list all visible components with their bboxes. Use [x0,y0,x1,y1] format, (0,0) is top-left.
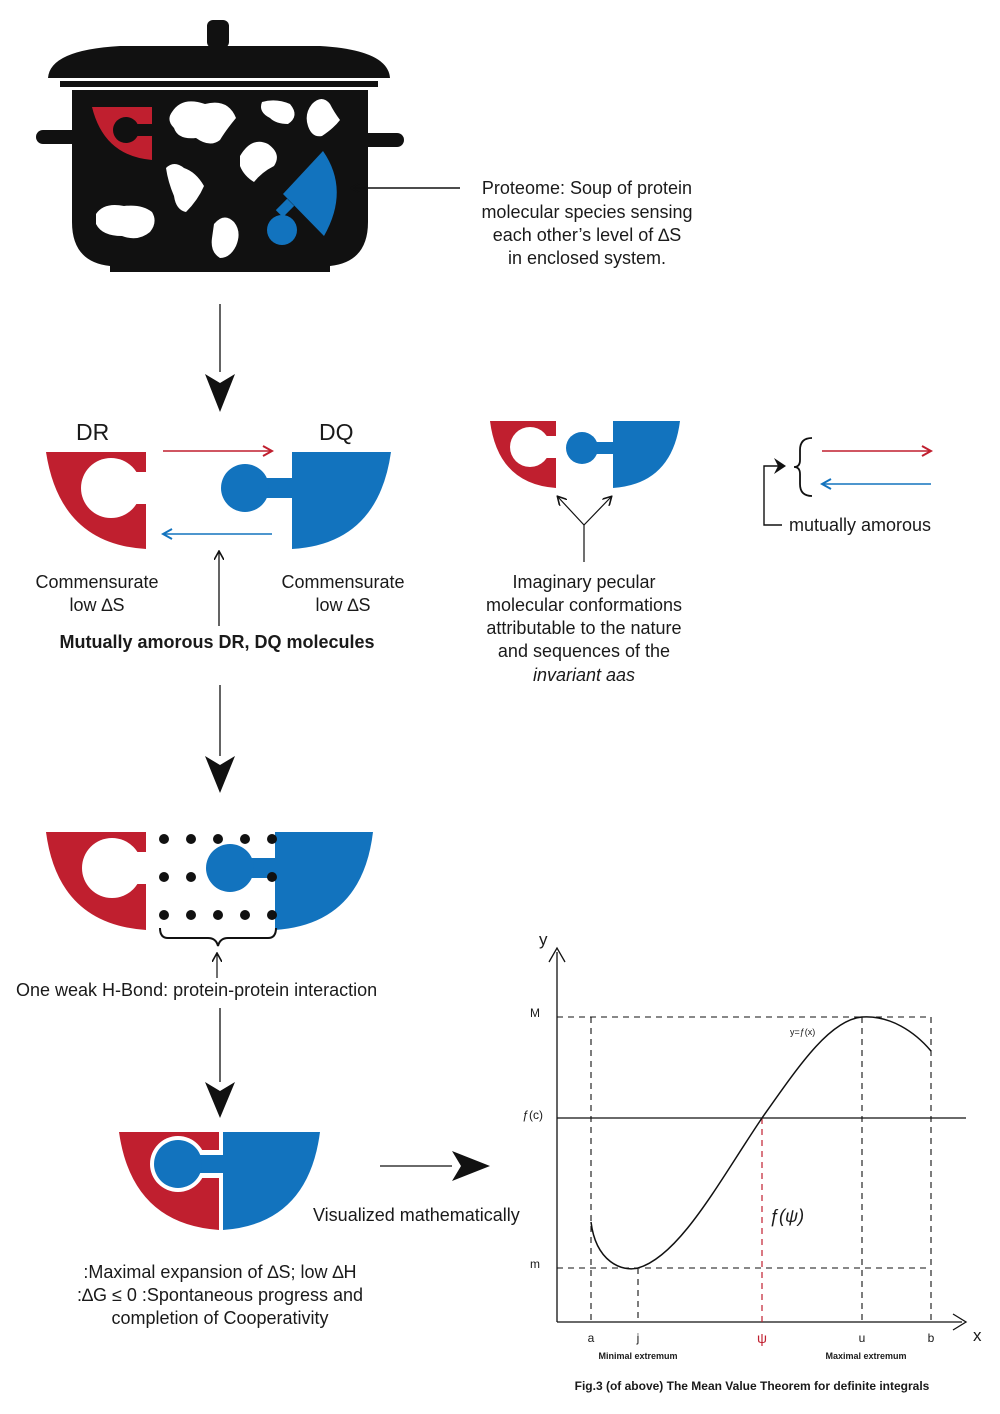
function-curve [590,1016,932,1270]
dq-caption-line: low ∆S [315,595,370,615]
legend-mutually-amorous: mutually amorous [763,437,931,535]
fpsi-label: ƒ(ψ) [769,1206,804,1226]
tick-j: j [636,1331,640,1345]
bound-caption-line: completion of Cooperativity [111,1308,328,1328]
dr-caption-line: Commensurate [35,572,158,592]
mvt-graph: y x M ƒ(c) m y=ƒ(x) ƒ(ψ) a j ψ u b Minim… [522,930,982,1393]
conformation-pointer [558,497,611,562]
guide-lines [557,1016,932,1322]
pair-bold-caption: Mutually amorous DR, DQ molecules [59,632,374,652]
flow-arrow-2-head [205,756,235,793]
bound-complex [119,1132,320,1230]
visualize-arrow-head [452,1151,490,1181]
figure-caption: Fig.3 (of above) The Mean Value Theorem … [575,1379,930,1393]
visualize-label: Visualized mathematically [313,1205,520,1225]
hbond-brace [159,927,277,947]
imaginary-caption-italic: invariant aas [533,665,635,685]
label-m: m [530,1257,540,1271]
pot-caption-line: Proteome: Soup of protein [482,178,692,198]
min-extremum-label: Minimal extremum [598,1351,677,1361]
x-axis-arrow [952,1313,968,1331]
legend-label: mutually amorous [789,515,931,535]
x-axis-label: x [973,1326,982,1345]
y-axis-label: y [539,930,548,949]
imaginary-caption-line: and sequences of the [498,641,670,661]
dr-molecule [46,452,149,549]
imaginary-caption-line: Imaginary pecular [512,572,655,592]
pot-caption-line: molecular species sensing [481,202,692,222]
label-fc: ƒ(c) [522,1108,543,1122]
bound-caption: :Maximal expansion of ∆S; low ∆H :∆G ≤ 0… [77,1262,363,1328]
dq-molecule [221,452,391,549]
dr-label: DR [76,419,109,445]
dq-caption-line: Commensurate [281,572,404,592]
label-M: M [530,1006,540,1020]
tick-a: a [588,1331,595,1345]
curve-label: y=ƒ(x) [790,1027,815,1037]
imaginary-caption-line: molecular conformations [486,595,682,615]
hbond-complex [46,832,373,930]
imaginary-caption: Imaginary pecular molecular conformation… [486,572,682,685]
hbond-dots [159,834,277,920]
pot-caption-line: in enclosed system. [508,248,666,268]
flow-arrow-1-head [205,374,235,412]
dq-label: DQ [319,419,354,445]
hbond-caption: One weak H-Bond: protein-protein interac… [16,980,377,1000]
bound-caption-line: :Maximal expansion of ∆S; low ∆H [83,1262,356,1282]
tick-u: u [859,1331,866,1345]
bound-caption-line: :∆G ≤ 0 :Spontaneous progress and [77,1285,363,1305]
tick-psi: ψ [757,1330,767,1346]
tick-b: b [928,1331,935,1345]
dr-caption-line: low ∆S [69,595,124,615]
pot-caption: Proteome: Soup of protein molecular spec… [481,178,692,268]
y-axis-arrow [548,946,566,963]
imaginary-caption-line: attributable to the nature [486,618,681,638]
flow-arrow-3-head [205,1082,235,1118]
imaginary-conformation [490,421,680,488]
max-extremum-label: Maximal extremum [825,1351,906,1361]
cooking-pot [36,20,404,272]
pot-caption-line: each other’s level of ∆S [493,225,681,245]
